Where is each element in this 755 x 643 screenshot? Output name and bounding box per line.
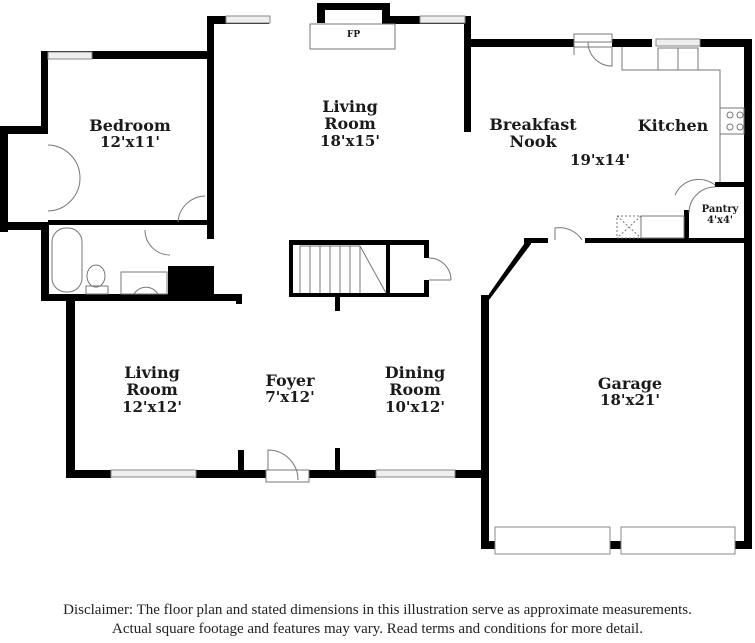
stairs-treads [299,245,387,294]
walls [0,3,752,549]
room-dining-room: Dining Room 10'x12' [355,364,475,415]
toilet [86,264,106,288]
disclaimer: Disclaimer: The floor plan and stated di… [0,601,755,639]
floor-plan-drawing [0,3,752,555]
range [719,107,745,135]
room-name-line1: Living [124,363,180,382]
room-name: Kitchen [637,116,709,135]
floor-plan: Bedroom 12'x11' FP Living Room 18'x15' B… [0,3,752,555]
bathtub [51,227,83,293]
appliance [616,215,642,239]
room-pantry: Pantry 4'x4' [694,204,746,227]
room-name-line2: Nook [509,132,557,152]
room-garage: Garage 18'x21' [570,374,690,410]
room-name-line2: Room [389,380,441,400]
room-living-room-upper: Living Room 18'x15' [290,98,410,149]
room-dimensions: 12'x11' [100,133,160,152]
breakfast-kitchen-dimensions: 19'x14' [560,152,640,168]
room-name-line1: Dining [384,363,446,382]
room-foyer: Foyer 7'x12' [240,371,340,407]
room-dimensions: 19'x14' [570,151,630,169]
room-name: Garage [597,374,663,393]
fireplace [309,23,396,50]
fixtures [47,23,745,483]
room-living-room-lower: Living Room 12'x12' [92,364,212,415]
room-name-line2: Room [324,114,376,134]
room-dimensions: 4'x4' [706,214,733,226]
room-dimensions: 18'x15' [320,131,380,150]
disclaimer-line-1: Disclaimer: The floor plan and stated di… [63,602,692,618]
room-bedroom: Bedroom 12'x11' [70,116,190,152]
room-name-line1: Breakfast [489,115,577,134]
fireplace-label: FP [347,30,361,40]
room-name: Pantry [701,204,739,215]
windows [47,15,701,478]
room-name-line2: Room [126,380,178,400]
garage-doors [494,526,736,555]
disclaimer-line-2: Actual square footage and features may v… [112,621,643,637]
room-dimensions: 18'x21' [600,391,660,410]
room-dimensions: 12'x12' [122,397,182,416]
sink [133,286,159,295]
room-name: Bedroom [89,116,171,135]
room-name: Foyer [265,371,315,390]
room-dimensions: 7'x12' [265,388,315,407]
room-name-line1: Living [322,97,378,116]
room-breakfast-nook: Breakfast Nook [478,116,588,151]
room-kitchen: Kitchen [628,116,718,135]
room-dimensions: 10'x12' [385,397,445,416]
